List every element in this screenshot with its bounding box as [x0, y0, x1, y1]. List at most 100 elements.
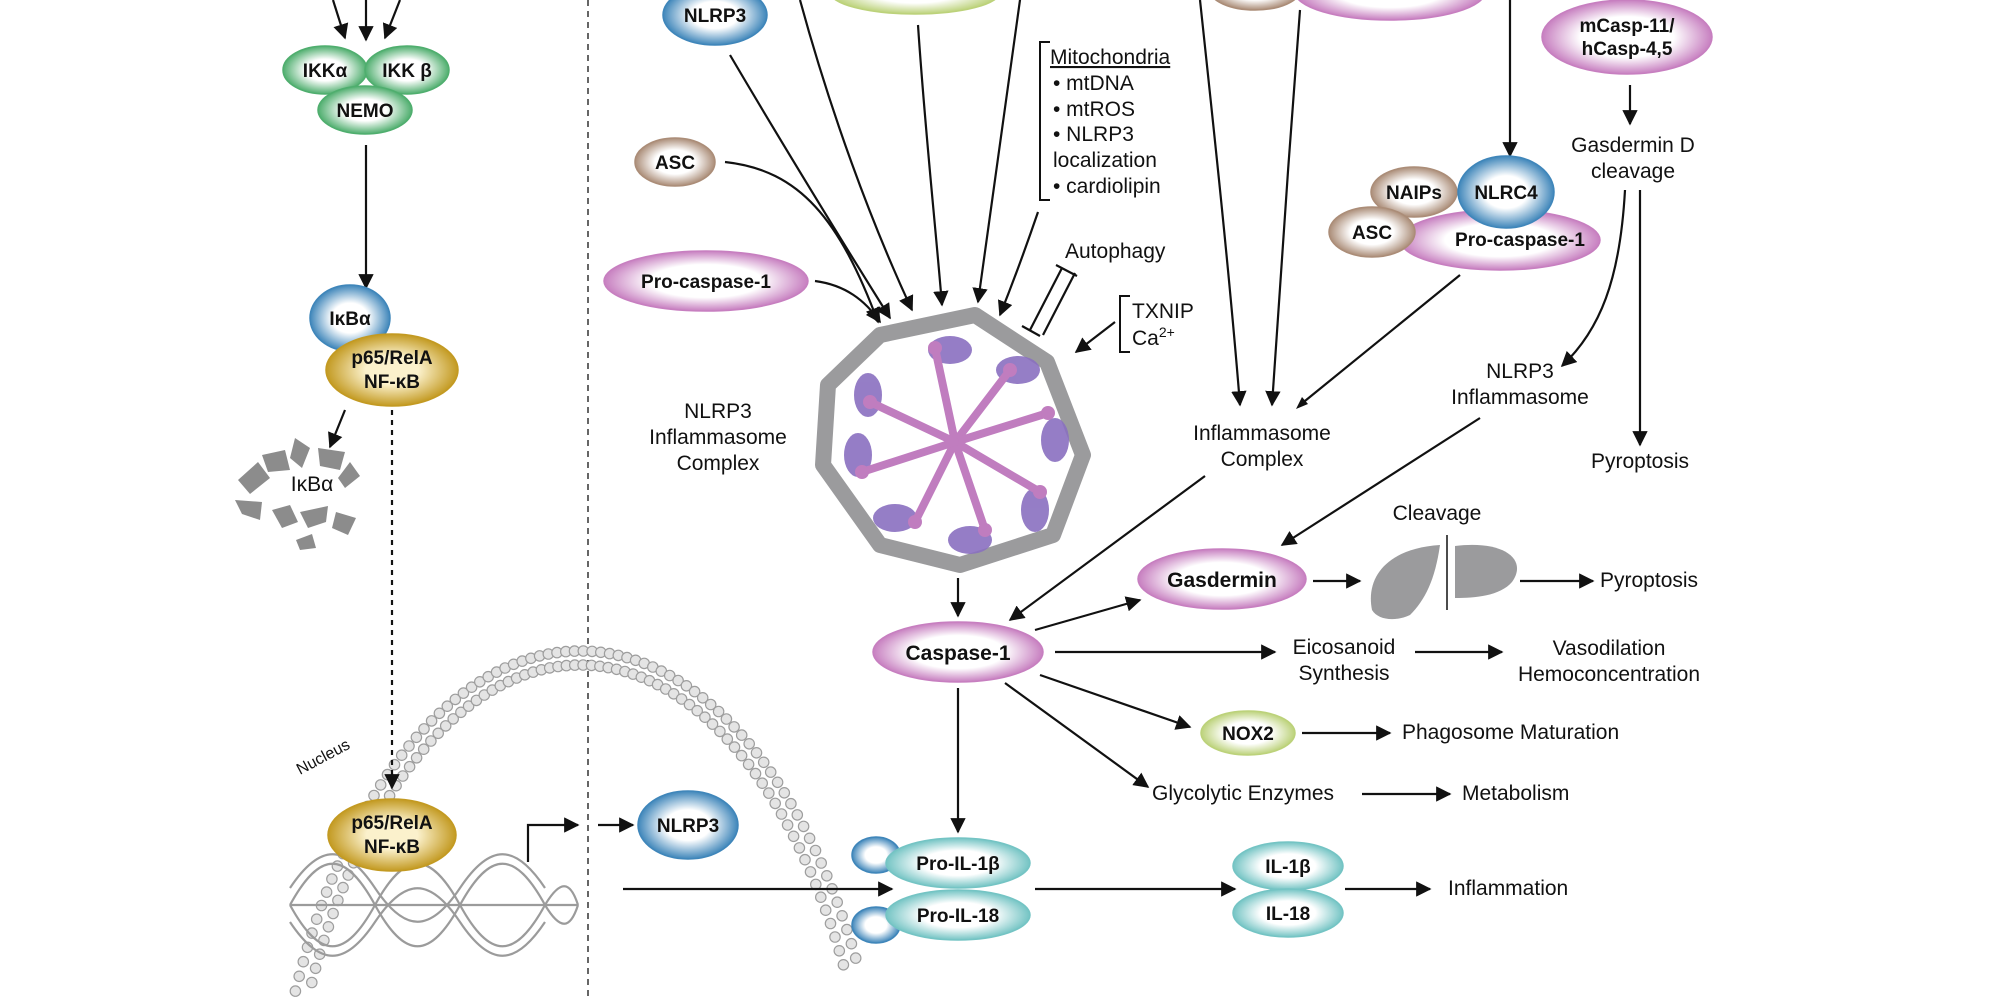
membrane-bead [785, 797, 797, 810]
membrane-bead [388, 758, 401, 771]
membrane-bead [374, 779, 387, 791]
inflammasome-complex-line2: Complex [1221, 448, 1304, 471]
nlrp3-complex-label: NLRP3 Inflammasome Complex [649, 400, 787, 475]
membrane-bead [775, 808, 788, 820]
p65-bot-line1: p65/RelA [351, 813, 433, 834]
membrane-bead [473, 675, 486, 688]
membrane-bead [663, 669, 676, 682]
pyroptosis-label: Pyroptosis [1600, 569, 1698, 592]
membrane-bead [699, 711, 711, 723]
nlrp3-inflammasome-ring [815, 307, 1091, 573]
nlrc4-complex: NAIPs NLRC4 ASC Pro-caspase-1 [1328, 155, 1601, 271]
arrow-cleavage-to-nlrp3-inflammasome [1560, 189, 1627, 368]
nlrp3-inflammasome-right-line2: Inflammasome [1451, 386, 1589, 409]
inflammasome-complex-line1: Inflammasome [1193, 422, 1331, 445]
vasodilation-line2: Hemoconcentration [1518, 663, 1700, 686]
pro-il18-label: Pro-IL-18 [917, 906, 999, 927]
gasdermin-node: Gasdermin [1137, 548, 1307, 610]
membrane-bead [743, 737, 755, 750]
membrane-bead [322, 920, 335, 933]
caspase1-node: Caspase-1 [872, 621, 1044, 683]
membrane-bead [819, 904, 832, 916]
pyroptosis-top-label: Pyroptosis [1591, 450, 1689, 473]
membrane-bead [342, 869, 354, 881]
mito-item-2: • mtROS [1053, 98, 1135, 121]
membrane-bead [831, 896, 843, 908]
membrane-bead [447, 713, 459, 725]
partial-tan-node [1214, 0, 1296, 11]
membrane-bead [425, 715, 438, 727]
nlrp3-top-label: NLRP3 [684, 6, 746, 27]
procaspase1-left-label: Pro-caspase-1 [641, 272, 771, 293]
arrow-nlrp3-inflammasome-to-gasdermin [1280, 417, 1481, 546]
caspase1-label: Caspase-1 [905, 642, 1010, 665]
procaspase1-right-label: Pro-caspase-1 [1455, 230, 1585, 251]
ca-label: Ca2+ [1132, 324, 1175, 350]
nlrp3-expressed-node: NLRP3 [637, 790, 739, 860]
nlrp3-complex-line1: NLRP3 [684, 400, 752, 423]
nlrc4-label: NLRC4 [1474, 183, 1538, 204]
membrane-bead [667, 687, 680, 700]
membrane-bead [809, 844, 822, 857]
p65-top-line1: p65/RelA [351, 348, 433, 369]
membrane-bead [721, 733, 734, 745]
naips-label: NAIPs [1386, 183, 1442, 204]
membrane-bead [417, 743, 430, 755]
nucleus-label: Nucleus [294, 736, 353, 778]
membrane-bead [337, 881, 349, 894]
membrane-bead [320, 886, 333, 898]
membrane-bead [728, 721, 740, 733]
membrane-bead [756, 777, 768, 789]
membrane-bead [804, 866, 817, 878]
membrane-bead [781, 819, 794, 831]
membrane-bead [787, 830, 800, 843]
membrane-bead [771, 776, 784, 789]
membrane-bead [425, 735, 437, 747]
membrane-bead [764, 766, 777, 778]
ikkb-node: IKK β [364, 45, 450, 95]
ikba-label: IκBα [329, 309, 371, 330]
mcasp11-line1: mCasp-11/ [1579, 16, 1675, 37]
membrane-bead [672, 674, 684, 687]
cleavage-label: Cleavage [1393, 502, 1482, 525]
membrane-bead [837, 958, 850, 971]
nlrp3-expressed-label: NLRP3 [657, 816, 719, 837]
membrane-bead [720, 713, 733, 725]
gasdermin-cleavage-pieces [1370, 544, 1518, 620]
membrane-bead [675, 693, 688, 705]
arrow-txnip-to-complex [1074, 321, 1116, 353]
membrane-bead [289, 985, 302, 997]
membrane-bead [326, 873, 338, 885]
arrow-inflammasome-complex-to-caspase1 [1008, 475, 1206, 621]
membrane-bead [757, 756, 770, 769]
membrane-bead [814, 891, 827, 903]
p65-nfkb-cytoplasm-node: p65/RelA NF-κB [325, 333, 459, 407]
membrane-bead [749, 767, 762, 780]
arrow-to-ikba-degradation [328, 409, 347, 449]
il1b-label: IL-1β [1265, 857, 1310, 878]
membrane-bead [712, 705, 725, 718]
asc-right-label: ASC [1352, 223, 1392, 244]
pro-il1b-label: Pro-IL-1β [916, 854, 999, 875]
mito-item-4: localization [1053, 149, 1157, 172]
nemo-label: NEMO [337, 101, 394, 122]
membrane-bead [306, 927, 318, 939]
eicosanoid-line1: Eicosanoid [1293, 636, 1396, 659]
membrane-bead [680, 679, 693, 692]
membrane-bead [310, 913, 323, 925]
membrane-bead [841, 923, 853, 936]
membrane-bead [829, 931, 841, 943]
membrane-bead [750, 746, 763, 759]
membrane-bead [410, 731, 423, 744]
nox2-label: NOX2 [1222, 724, 1274, 745]
membrane-bead [293, 970, 305, 983]
membrane-bead [824, 917, 837, 930]
membrane-bead [836, 909, 848, 922]
membrane-bead [691, 704, 703, 717]
nemo-node: NEMO [317, 85, 413, 135]
membrane-bead [403, 740, 415, 752]
membrane-bead [396, 770, 409, 782]
txnip-ca-box: TXNIP Ca2+ [1119, 295, 1194, 353]
p65-bot-line2: NF-κB [364, 837, 420, 858]
